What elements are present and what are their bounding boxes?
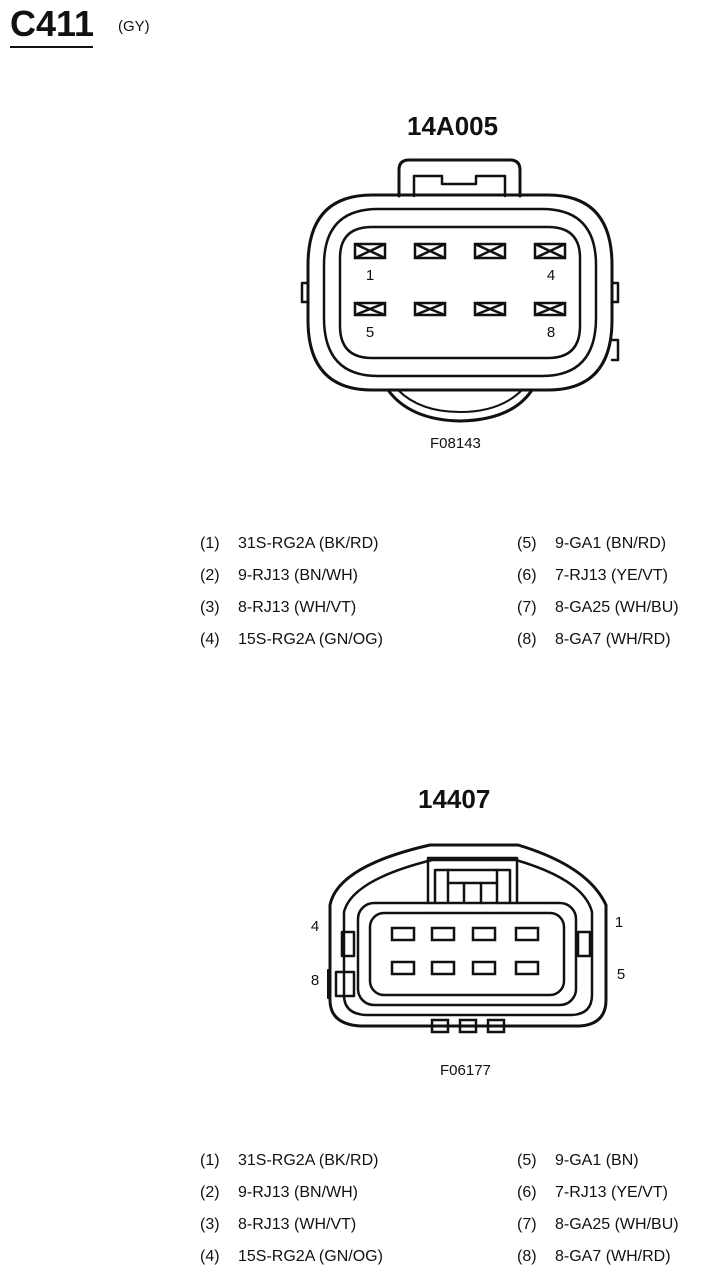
- terminal-rows: [390, 926, 540, 1034]
- terminal-row-top: [353, 242, 567, 260]
- color-code: (GY): [118, 18, 150, 35]
- pin-table-14a005: (1)31S-RG2A (BK/RD) (2)9-RJ13 (BN/WH) (3…: [200, 535, 679, 648]
- pin-label: 5: [366, 324, 374, 341]
- pin-table-14407: (1)31S-RG2A (BK/RD) (2)9-RJ13 (BN/WH) (3…: [200, 1152, 679, 1265]
- pin-label: 1: [366, 267, 374, 284]
- pin-label: 4: [311, 918, 319, 935]
- connector-face-14a005: 1 4 5 8: [300, 158, 620, 423]
- connector-id: C411: [10, 3, 95, 44]
- pin-label: 1: [615, 914, 623, 931]
- figure-code-f06177: F06177: [440, 1062, 491, 1079]
- pin-label: 8: [311, 972, 319, 989]
- part-number-14407: 14407: [418, 784, 491, 814]
- pin-label: 4: [547, 267, 555, 284]
- figure-code-f08143: F08143: [430, 435, 481, 452]
- part-number-14a005: 14A005: [407, 111, 499, 141]
- pin-label: 8: [547, 324, 555, 341]
- terminal-row-bottom: [353, 301, 567, 317]
- title-underline: [10, 46, 93, 48]
- pin-label: 5: [617, 966, 625, 983]
